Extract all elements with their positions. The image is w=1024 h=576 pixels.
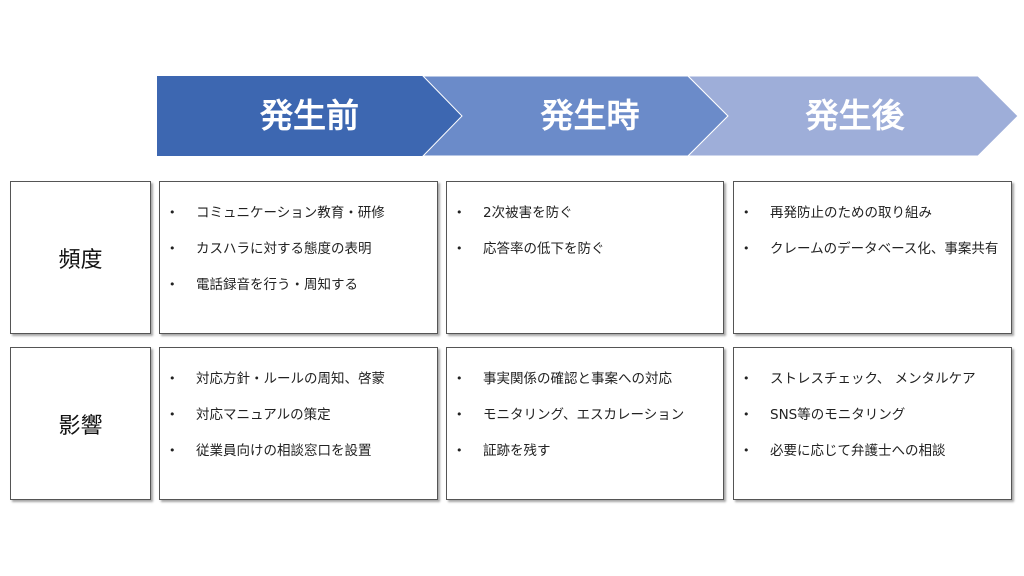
list-item: SNS等のモニタリング (734, 406, 1003, 424)
bullet-list: 2次被害を防ぐ応答率の低下を防ぐ (447, 204, 715, 276)
bullet-list: 再発防止のための取り組みクレームのデータベース化、事案共有 (734, 204, 1003, 276)
list-item: カスハラに対する態度の表明 (160, 240, 429, 258)
list-item: 必要に応じて弁護士への相談 (734, 442, 1003, 460)
list-item: 証跡を残す (447, 442, 715, 460)
list-item: 従業員向けの相談窓口を設置 (160, 442, 429, 460)
chevron-after (686, 75, 1019, 157)
list-item: 対応マニュアルの策定 (160, 406, 429, 424)
list-item: 応答率の低下を防ぐ (447, 240, 715, 258)
cell-frequency-during: 2次被害を防ぐ応答率の低下を防ぐ (446, 181, 724, 334)
list-item: 対応方針・ルールの周知、啓蒙 (160, 370, 429, 388)
phase-label-during: 発生時 (540, 96, 640, 135)
bullet-list: 対応方針・ルールの周知、啓蒙対応マニュアルの策定従業員向けの相談窓口を設置 (160, 370, 429, 478)
cell-impact-during: 事実関係の確認と事案への対応モニタリング、エスカレーション証跡を残す (446, 347, 724, 500)
list-item: ストレスチェック、 メンタルケア (734, 370, 1003, 388)
bullet-list: ストレスチェック、 メンタルケア SNS等のモニタリング必要に応じて弁護士への相談 (734, 370, 1003, 478)
phase-label-after: 発生後 (805, 96, 905, 135)
row-label-impact: 影響 (10, 347, 151, 500)
phase-label-before: 発生前 (260, 96, 359, 135)
cell-impact-before: 対応方針・ルールの周知、啓蒙対応マニュアルの策定従業員向けの相談窓口を設置 (159, 347, 438, 500)
bullet-list: コミュニケーション教育・研修カスハラに対する態度の表明電話録音を行う・周知する (160, 204, 429, 312)
list-item: 事実関係の確認と事案への対応 (447, 370, 715, 388)
cell-impact-after: ストレスチェック、 メンタルケア SNS等のモニタリング必要に応じて弁護士への相談 (733, 347, 1012, 500)
cell-frequency-before: コミュニケーション教育・研修カスハラに対する態度の表明電話録音を行う・周知する (159, 181, 438, 334)
chevron-before (157, 76, 462, 156)
list-item: モニタリング、エスカレーション (447, 406, 715, 424)
bullet-list: 事実関係の確認と事案への対応モニタリング、エスカレーション証跡を残す (447, 370, 715, 478)
cell-frequency-after: 再発防止のための取り組みクレームのデータベース化、事案共有 (733, 181, 1012, 334)
row-label-frequency: 頻度 (10, 181, 151, 334)
phase-chevrons (157, 75, 1019, 157)
list-item: 再発防止のための取り組み (734, 204, 1003, 222)
list-item: コミュニケーション教育・研修 (160, 204, 429, 222)
list-item: 2次被害を防ぐ (447, 204, 715, 222)
list-item: クレームのデータベース化、事案共有 (734, 240, 1003, 258)
list-item: 電話録音を行う・周知する (160, 276, 429, 294)
